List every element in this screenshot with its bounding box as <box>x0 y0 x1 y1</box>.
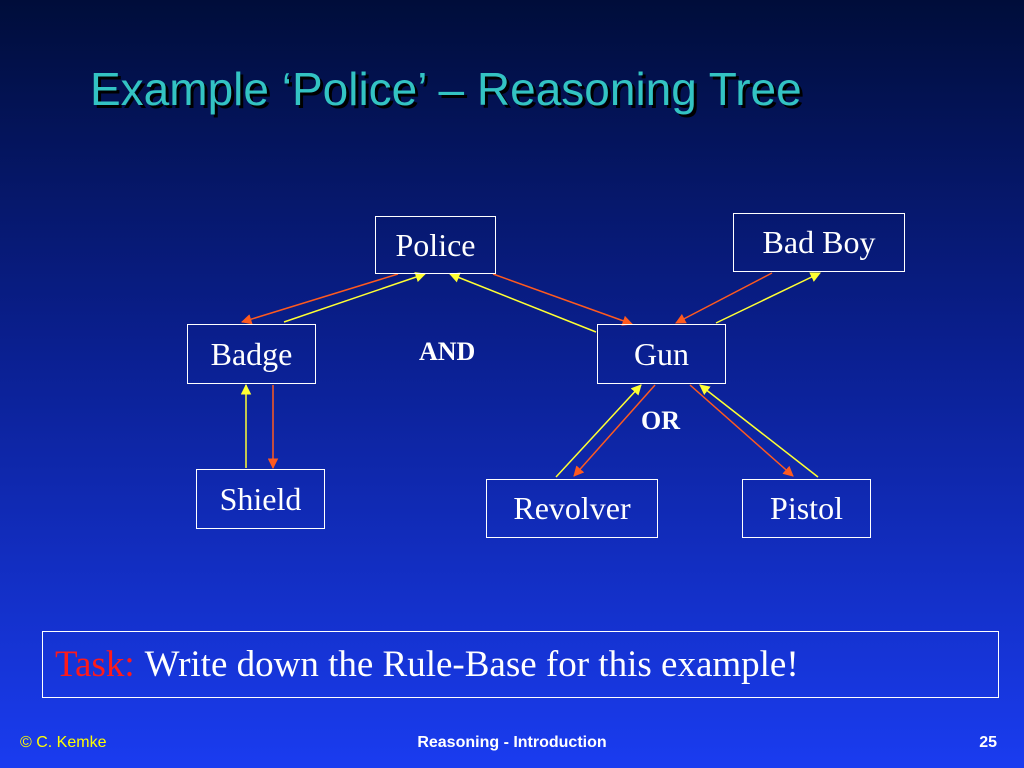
task-box: Task: Write down the Rule-Base for this … <box>42 631 999 698</box>
edge-gun-to-revolver <box>573 384 656 477</box>
edge-police-to-badge <box>240 273 399 325</box>
node-bad-boy: Bad Boy <box>733 213 905 272</box>
edge-gun-to-badboy <box>715 272 821 324</box>
edge-police-to-gun <box>492 273 633 326</box>
edge-gun-to-police <box>449 272 597 333</box>
edge-revolver-to-gun <box>555 384 642 478</box>
task-label: Task: <box>55 644 135 685</box>
edge-badboy-to-gun <box>675 272 773 324</box>
and-operator-label: AND <box>419 337 476 366</box>
task-text: Write down the Rule-Base for this exampl… <box>144 644 799 685</box>
edge-badge-to-police <box>283 272 426 323</box>
node-pistol: Pistol <box>742 479 871 538</box>
node-gun: Gun <box>597 324 726 384</box>
footer-copyright: © C. Kemke <box>20 734 107 751</box>
node-badge: Badge <box>187 324 316 384</box>
edge-gun-to-pistol <box>689 384 794 477</box>
node-revolver: Revolver <box>486 479 658 538</box>
node-police: Police <box>375 216 496 274</box>
slide-title: Example ‘Police’ – Reasoning Tree <box>90 63 802 115</box>
or-operator-label: OR <box>641 406 680 435</box>
edge-pistol-to-gun <box>699 384 819 478</box>
node-shield: Shield <box>196 469 325 529</box>
footer-title: Reasoning - Introduction <box>417 734 607 751</box>
page-number: 25 <box>979 734 997 751</box>
